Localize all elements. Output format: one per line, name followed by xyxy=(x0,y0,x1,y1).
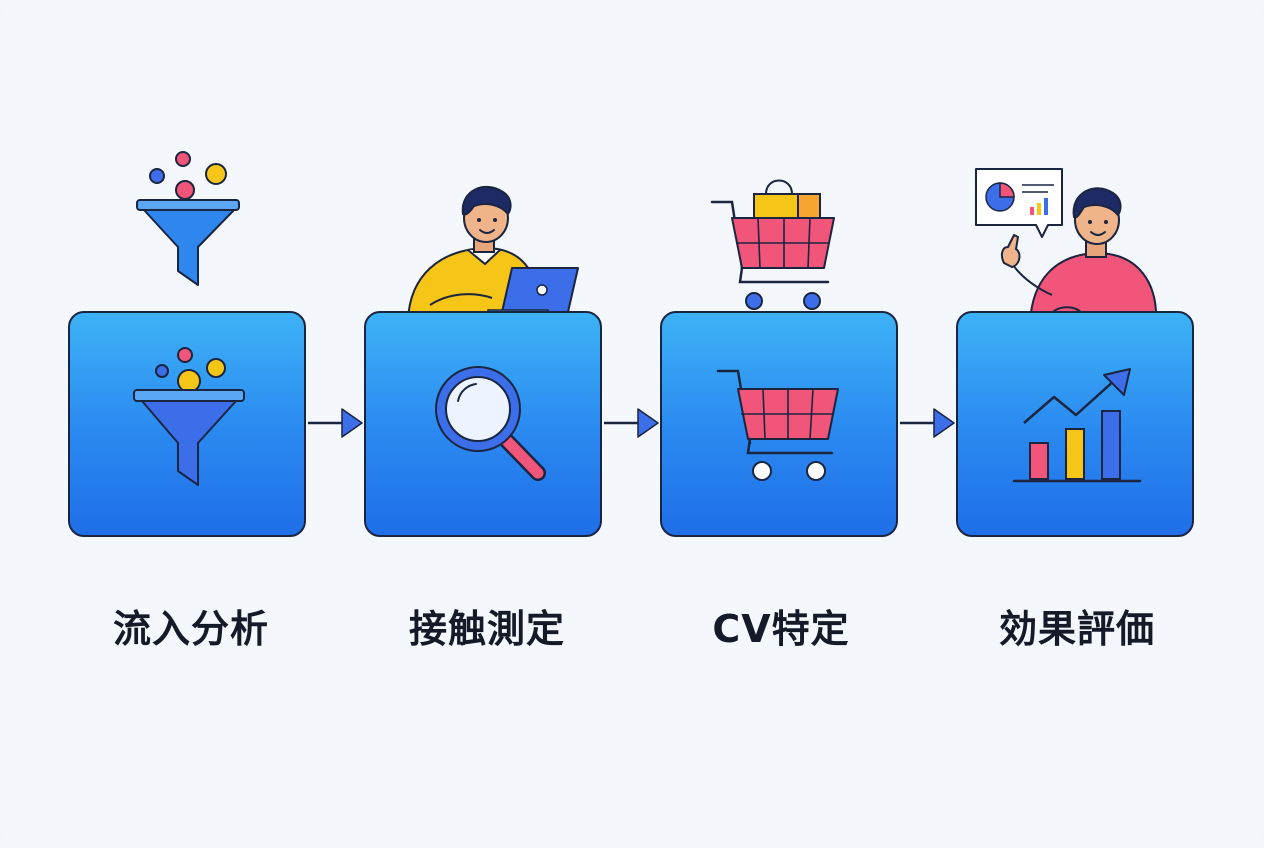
funnel-icon xyxy=(133,347,245,486)
magnifier-icon xyxy=(435,366,546,481)
step-box-effect-evaluation xyxy=(956,311,1194,537)
arrow-right-icon xyxy=(900,408,955,438)
person-laptop-illustration xyxy=(406,186,579,321)
arrow-right-icon xyxy=(604,408,659,438)
step-label-cv-identification: CV特定 xyxy=(712,607,850,651)
step-box-contact-measurement xyxy=(364,311,602,537)
cart-icon xyxy=(716,369,839,481)
step-box-cv-identification xyxy=(660,311,898,537)
growth-chart-icon xyxy=(1012,368,1142,483)
arrow-right-icon xyxy=(308,408,363,438)
presenter-illustration xyxy=(975,168,1158,324)
step-label-contact-measurement: 接触測定 xyxy=(408,607,565,651)
cart-bags-illustration xyxy=(710,179,835,310)
funnel-illustration xyxy=(136,151,240,286)
step-label-effect-evaluation: 効果評価 xyxy=(998,607,1155,651)
step-label-inflow-analysis: 流入分析 xyxy=(112,607,269,651)
step-box-inflow-analysis xyxy=(68,311,306,537)
